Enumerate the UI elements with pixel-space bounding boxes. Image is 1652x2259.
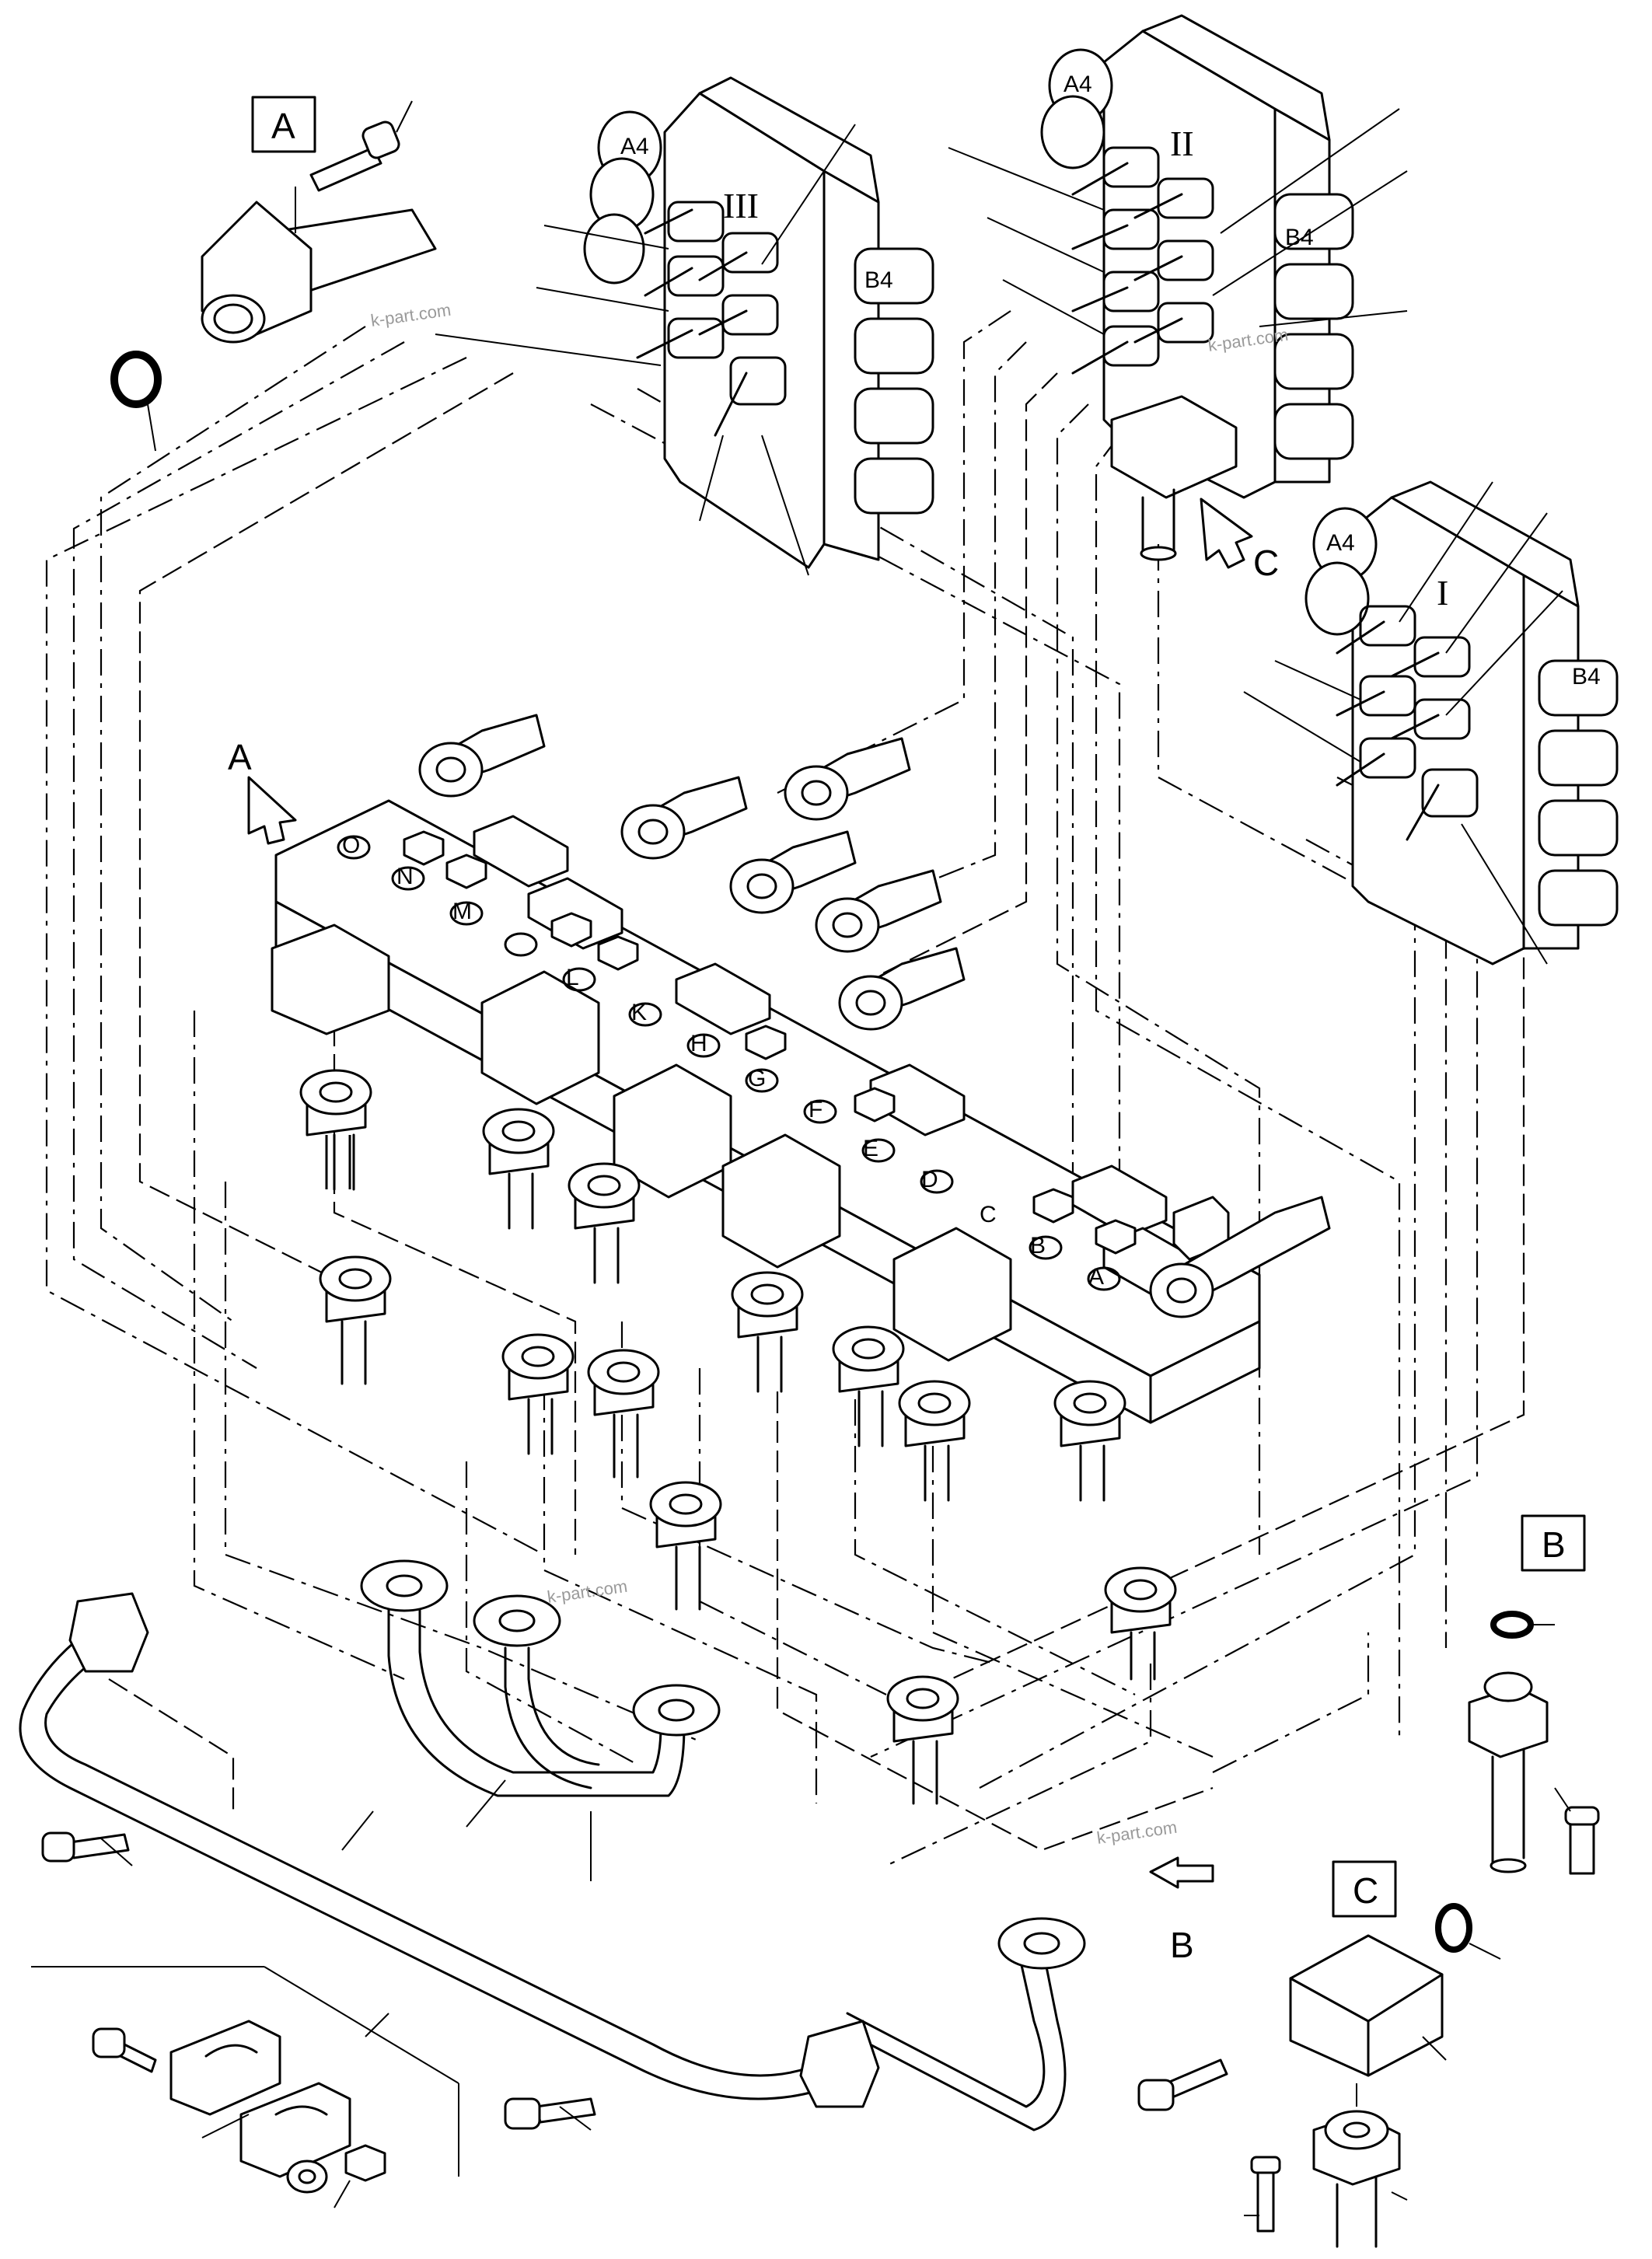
- spool-cap-b-4: [1273, 403, 1354, 460]
- valve-group-ii: II A4 B4: [948, 14, 1408, 561]
- flange-icon: [201, 187, 437, 344]
- washer-icon: [286, 2159, 328, 2194]
- detail-a-box: [251, 96, 316, 153]
- valve-group-i: I A4 B4: [1243, 480, 1619, 965]
- valve-block-icon: [1289, 1934, 1447, 2077]
- spool-cap-b-4: [854, 457, 934, 515]
- a4-port-label: A4: [1326, 530, 1355, 556]
- bolt-icon: [41, 1831, 133, 1866]
- bolt-icon: [92, 2027, 157, 2073]
- clamp-half-icon: [169, 2020, 281, 2116]
- spool-cap-b-2: [1273, 263, 1354, 320]
- a4-port-label: A4: [1063, 72, 1092, 97]
- bolt-icon: [1244, 2156, 1281, 2233]
- port-label-g: G: [748, 1066, 766, 1091]
- main-manifold: A B C D E F G H K L M N O: [271, 799, 1261, 1424]
- port-label-e: E: [863, 1136, 878, 1161]
- detail-b-box: [1521, 1514, 1586, 1572]
- clamp-assembly: [31, 1831, 596, 2208]
- nut-icon: [334, 2144, 386, 2208]
- detail-a: A: [110, 96, 437, 452]
- port-label-h: H: [690, 1031, 707, 1056]
- detail-c: C: [1137, 1860, 1501, 2248]
- watermark: k-part.com: [546, 1576, 628, 1607]
- spool-cap-b-2: [854, 317, 934, 375]
- port-label-d: D: [921, 1167, 938, 1192]
- bolt-icon: [1137, 2058, 1228, 2111]
- valve-group-roman-label: III: [723, 186, 759, 225]
- b4-port-label: B4: [1572, 664, 1601, 690]
- valve-group-roman-label: I: [1437, 573, 1448, 613]
- spool-cap-a-3: [583, 213, 645, 285]
- valve-block-c: [1110, 395, 1238, 499]
- arrow-b-label: B: [1170, 1925, 1194, 1965]
- a4-port-label: A4: [620, 134, 649, 159]
- spool-cap-b-2: [1538, 729, 1619, 787]
- watermark: k-part.com: [1095, 1817, 1178, 1848]
- port-label-n: N: [396, 864, 414, 889]
- spool-cap-b-3: [854, 387, 934, 445]
- o-ring-icon: [1490, 1611, 1555, 1639]
- spool-cap-a-2: [1040, 95, 1105, 169]
- port-label-c: C: [980, 1202, 997, 1227]
- detail-b: B: [1468, 1514, 1600, 1875]
- watermark: k-part.com: [369, 300, 452, 330]
- bolt-icon: [504, 2097, 596, 2131]
- port-label-m: M: [452, 899, 472, 924]
- spool-cap-b-1: [1273, 193, 1354, 250]
- b4-port-label: B4: [1285, 225, 1314, 250]
- arrow-a-label: A: [228, 737, 252, 777]
- port-label-b: B: [1030, 1233, 1046, 1259]
- b4-port-label: B4: [864, 267, 893, 293]
- spool-cap-b-1: [854, 247, 934, 305]
- spool-cap-b-1: [1538, 659, 1619, 717]
- spool-cap-b-3: [1273, 333, 1354, 390]
- clamp-half-icon: [239, 2082, 351, 2178]
- manifold-port-labels: A B C D E F G H K L M N O: [342, 833, 1104, 1290]
- spool-cap-a-2: [1304, 561, 1370, 636]
- bolt-icon: [309, 100, 413, 192]
- spool-cap-b-3: [1538, 799, 1619, 857]
- flange-stubs-below: [299, 1069, 1177, 1805]
- detail-b-label: B: [1542, 1524, 1566, 1565]
- valve-group-iii: III A4 B4: [435, 76, 934, 576]
- bent-tubes: [19, 1559, 1086, 2132]
- port-label-a: A: [1088, 1264, 1104, 1290]
- o-ring-icon: [110, 351, 162, 452]
- port-label-f: F: [809, 1097, 823, 1123]
- hose-routing-lines: [45, 310, 1525, 1866]
- o-ring-icon: [1435, 1903, 1501, 1960]
- flange-icon: [1468, 1671, 1549, 1873]
- port-label-k: K: [631, 1000, 647, 1025]
- view-arrow-b: B: [1149, 1856, 1214, 1965]
- bolt-icon: [1554, 1787, 1600, 1875]
- flange-icon: [1312, 2083, 1408, 2248]
- valve-group-roman-label: II: [1170, 124, 1194, 163]
- spool-cap-b-4: [1538, 869, 1619, 927]
- detail-c-label: C: [1353, 1870, 1378, 1911]
- view-arrow-a: A: [228, 737, 297, 845]
- port-label-l: L: [566, 965, 579, 990]
- detail-c-box: [1332, 1860, 1397, 1918]
- view-arrow-c: C: [1200, 498, 1279, 583]
- detail-a-label: A: [271, 106, 295, 146]
- port-label-o: O: [342, 833, 360, 858]
- flange-fittings-top: [418, 714, 1331, 1318]
- arrow-c-label: C: [1253, 543, 1279, 583]
